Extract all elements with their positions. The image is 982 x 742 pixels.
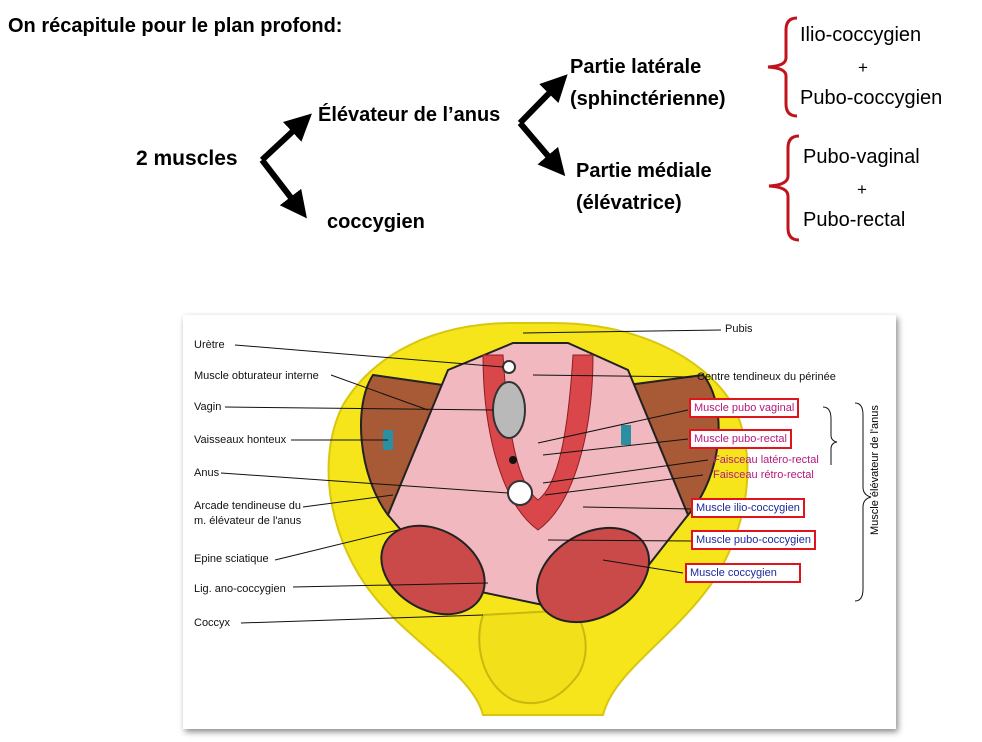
anus	[507, 480, 533, 506]
urethra	[502, 360, 516, 374]
pelvic-floor-figure: Urètre Muscle obturateur interne Vagin V…	[183, 315, 896, 729]
label-muscle-pubo-rectal: Muscle pubo-rectal	[689, 429, 792, 449]
root-muscles-label: 2 muscles	[136, 147, 238, 170]
perineal-body	[509, 456, 517, 464]
page-title: On récapitule pour le plan profond:	[8, 15, 343, 37]
lateral-part-line1: Partie latérale	[570, 56, 702, 78]
coccygien-label: coccygien	[327, 211, 425, 233]
plus-sign-lateral: +	[858, 58, 868, 77]
leader-lines	[220, 329, 722, 624]
label-anus: Anus	[194, 467, 220, 479]
label-faisceau-retro-rectal: Faisceau rétro-rectal	[713, 469, 814, 481]
vagina	[492, 381, 526, 439]
bracket-medial	[768, 134, 800, 242]
medial-part-line1: Partie médiale	[576, 160, 712, 182]
pubo-vaginal-text: Pubo-vaginal	[803, 146, 920, 168]
label-coccyx: Coccyx	[194, 617, 231, 629]
arrow-to-lateral	[517, 74, 568, 126]
scheme-arrows	[259, 16, 800, 242]
levator-brace	[854, 402, 872, 602]
label-pubis: Pubis	[725, 323, 753, 335]
bracket-lateral	[767, 16, 798, 118]
lateral-part-line2: (sphinctérienne)	[570, 88, 726, 110]
pubo-rectal-text: Pubo-rectal	[803, 209, 906, 231]
label-muscle-pubo-coccygien: Muscle pubo-coccygien	[691, 530, 816, 550]
label-muscle-pubo-vaginal: Muscle pubo vaginal	[689, 398, 800, 418]
medial-part-line2: (élévatrice)	[576, 192, 682, 214]
label-muscle-coccygien: Muscle coccygien	[685, 563, 801, 583]
plus-sign-medial: +	[857, 180, 867, 199]
pudendal-vessels-right	[621, 425, 631, 445]
label-vagin: Vagin	[194, 401, 222, 413]
label-muscle-elevateur-anus: Muscle élévateur de l'anus	[869, 405, 881, 535]
pubo-coccygien-text: Pubo-coccygien	[800, 87, 943, 109]
coccygeus-right	[535, 526, 651, 624]
label-faisceau-latero-rectal: Faisceau latéro-rectal	[713, 454, 819, 466]
arrow-to-coccygien	[259, 158, 307, 219]
label-vaisseaux-honteux: Vaisseaux honteux	[194, 434, 287, 446]
label-centre-tendineux: Centre tendineux du périnée	[697, 371, 836, 383]
label-lig-ano-coccygien: Lig. ano-coccygien	[194, 583, 286, 595]
arrow-to-medial	[517, 121, 566, 177]
arrow-to-levator	[259, 113, 312, 163]
label-muscle-ilio-coccygien: Muscle ilio-coccygien	[691, 498, 805, 518]
label-arcade-tendineuse-1: Arcade tendineuse du	[194, 500, 302, 512]
pelvic-floor-drawing	[220, 322, 872, 716]
label-uretre: Urètre	[194, 339, 225, 351]
ilio-coccygien-text: Ilio-coccygien	[800, 24, 922, 46]
levator-ani-label: Élévateur de l’anus	[318, 104, 501, 126]
label-epine-sciatique: Epine sciatique	[194, 553, 269, 565]
coccyx-bone	[478, 608, 587, 705]
pubo-rectal-brace	[822, 406, 838, 465]
label-arcade-tendineuse-2: m. élévateur de l'anus	[194, 515, 302, 527]
label-obturateur-interne: Muscle obturateur interne	[194, 370, 319, 382]
coccygeus-left	[380, 524, 486, 616]
